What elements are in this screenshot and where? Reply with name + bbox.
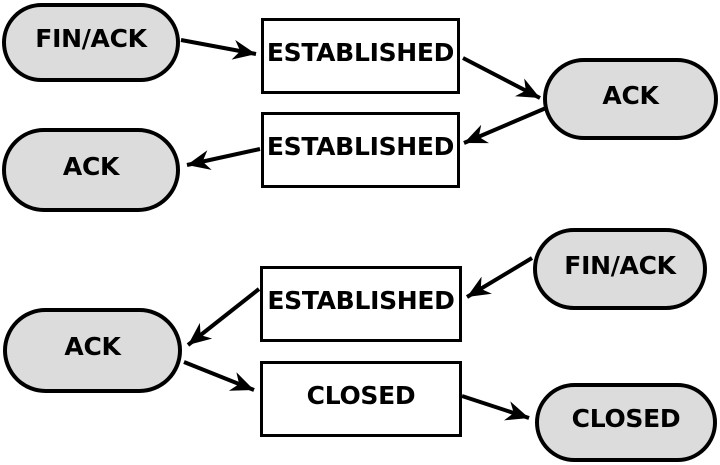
node-finack-top: FIN/ACK	[2, 3, 180, 82]
node-closed-pill: CLOSED	[535, 383, 717, 462]
node-finack-bottom-label: FIN/ACK	[564, 250, 676, 280]
node-ack-mid-left-label: ACK	[62, 151, 120, 181]
node-ack-bottom-left: ACK	[3, 308, 182, 393]
node-closed-pill-label: CLOSED	[571, 404, 681, 433]
node-closed-box-label: CLOSED	[306, 380, 416, 410]
arrow-established-mid-to-ack-mid-left	[186, 147, 261, 170]
node-established-bottom: ESTABLISHED	[260, 266, 462, 342]
node-ack-mid-left: ACK	[2, 128, 180, 212]
node-finack-bottom: FIN/ACK	[533, 228, 707, 310]
arrow-established-top-to-ack-right	[462, 56, 541, 100]
node-ack-right-label: ACK	[602, 80, 659, 110]
node-ack-right: ACK	[543, 58, 718, 140]
node-established-mid: ESTABLISHED	[261, 112, 460, 188]
arrow-finack-top-to-established-top	[180, 38, 257, 60]
node-established-top-label: ESTABLISHED	[266, 37, 455, 67]
node-established-bottom-label: ESTABLISHED	[267, 285, 455, 315]
node-closed-box: CLOSED	[260, 361, 462, 437]
node-established-top: ESTABLISHED	[261, 18, 460, 94]
arrow-closed-box-to-closed-pill	[461, 394, 530, 421]
arrow-ack-right-to-established-mid	[463, 106, 547, 145]
arrow-ack-bottom-left-to-closed-box	[183, 360, 255, 392]
arrow-established-bottom-to-ack-bottom-left	[186, 287, 261, 347]
arrow-finack-bottom-to-established-bottom	[465, 256, 534, 299]
node-ack-bottom-left-label: ACK	[64, 332, 121, 361]
node-finack-top-label: FIN/ACK	[35, 24, 147, 53]
node-established-mid-label: ESTABLISHED	[266, 131, 455, 161]
